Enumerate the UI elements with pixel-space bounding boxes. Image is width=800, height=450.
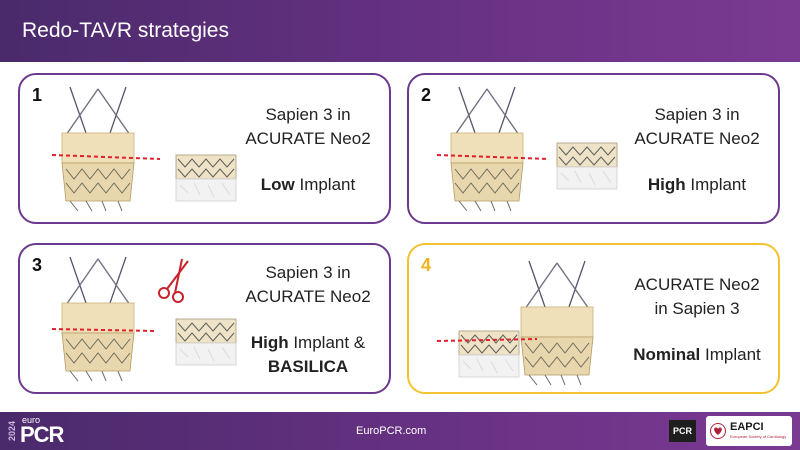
panel-number: 3 [32,255,43,275]
panel-number: 1 [32,85,43,105]
valve-illustration [437,86,618,212]
panel-number: 2 [421,85,432,105]
panel-line-3: Nominal Implant [622,343,772,367]
cut-line [437,338,538,342]
technique-label: BASILICA [267,357,349,376]
panel-line-1: ACURATE Neo2 [634,275,760,294]
valve-illustration [51,86,237,212]
panel-line-2: ACURATE Neo2 [245,287,371,306]
strategy-panel-3: 3 Sapien 3 in ACURATE Neo2 High Implant … [18,243,391,394]
implant-label: Implant & [288,333,366,352]
panel-line-3: Low Implant [233,173,383,197]
page-title: Redo-TAVR strategies [22,19,229,42]
footer-brand: PCR [20,422,64,447]
implant-label: Implant [685,175,747,194]
strategy-panel-2: 2 Sapien 3 in ACURATE Neo2 High Implant [407,73,780,224]
panel-text: Sapien 3 in ACURATE Neo2 Low Implant [233,103,383,197]
panel-line-4: BASILICA [233,355,383,379]
panel-line-2: ACURATE Neo2 [634,129,760,148]
panel-line-1: Sapien 3 in [654,105,740,124]
panel-text: Sapien 3 in ACURATE Neo2 High Implant [622,103,772,197]
implant-label: Implant [294,175,356,194]
panel-text: Sapien 3 in ACURATE Neo2 High Implant & … [233,261,383,379]
implant-label: Implant [700,345,761,364]
valve-illustration [437,260,594,386]
panel-line-3: High Implant & [233,331,383,355]
panel-text: ACURATE Neo2 in Sapien 3 Nominal Implant [622,273,772,367]
strategy-panel-4: 4 ACURATE Neo2 in Sapien 3 Nominal Impla… [407,243,780,394]
header-bar: Redo-TAVR strategies [0,0,800,62]
implant-position: Low [260,175,295,194]
heart-icon [710,423,726,439]
footer-year: 2024 [7,420,17,442]
panel-line-1: Sapien 3 in [265,105,351,124]
footer-url[interactable]: EuroPCR.com [356,425,427,437]
cut-line [437,154,550,160]
strategy-panel-1: 1 Sapien 3 in ACURATE Neo2 Low Implant [18,73,391,224]
eapci-text: EAPCI [730,421,764,433]
panel-line-3: High Implant [622,173,772,197]
panel-line-2: ACURATE Neo2 [245,129,371,148]
implant-position: Nominal [633,345,701,364]
panel-line-1: Sapien 3 in [265,263,351,282]
footer-euro: euro [22,415,41,425]
valve-illustration [51,256,237,382]
eapci-subtext: European Society of Cardiology [730,434,787,439]
pcr-logo: PCR [669,420,696,442]
panel-number: 4 [421,255,432,275]
eapci-logo: EAPCI European Society of Cardiology [706,416,792,446]
scissors-icon [158,258,189,303]
implant-position: High [647,175,686,194]
panel-line-2: in Sapien 3 [654,299,740,318]
implant-position: High [250,333,289,352]
cut-line [51,328,157,332]
footer-bar: 2024 euro PCR EuroPCR.com PCR EAPCI Euro… [0,412,800,450]
